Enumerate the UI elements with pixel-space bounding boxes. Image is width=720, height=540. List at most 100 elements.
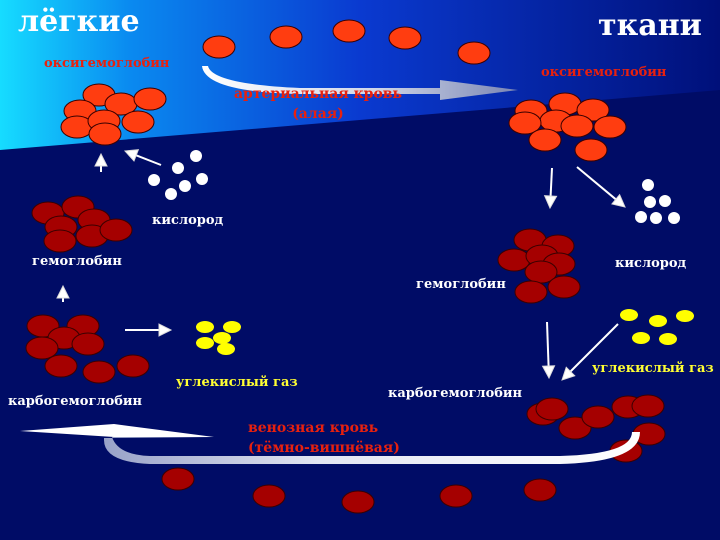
- lungs-region: [0, 0, 720, 150]
- arterial-blood-line2: (алая): [292, 106, 344, 122]
- red-blood-cell-icon: [202, 35, 236, 59]
- oxygen-molecule-icon: [650, 212, 662, 224]
- red-blood-cell-icon: [25, 336, 59, 360]
- red-blood-cell-icon: [535, 397, 569, 421]
- oxygen-molecule-icon: [172, 162, 184, 174]
- venous-blood-line1: венозная кровь: [248, 420, 379, 436]
- small-arrow-icon: [541, 321, 556, 380]
- arrow-head: [94, 152, 108, 167]
- co2-molecule-icon: [649, 315, 667, 327]
- oxygen-molecule-icon: [179, 180, 191, 192]
- arrow-shaft: [569, 323, 619, 373]
- oxygen-molecule-icon: [644, 196, 656, 208]
- red-blood-cell-icon: [439, 484, 473, 508]
- small-arrow-icon: [123, 149, 162, 166]
- arrow-head: [56, 284, 70, 299]
- small-arrow-icon: [125, 323, 173, 337]
- tissues-oxyhemoglobin-label: оксигемоглобин: [541, 65, 667, 80]
- venous-arrow-head-icon: [20, 424, 214, 437]
- co2-molecule-icon: [676, 310, 694, 322]
- co2-molecule-icon: [659, 333, 677, 345]
- arterial-blood-label: артериальная кровь (алая): [228, 84, 408, 124]
- red-blood-cell-icon: [514, 280, 548, 304]
- red-blood-cell-icon: [547, 275, 581, 299]
- small-arrow-icon: [94, 152, 108, 172]
- red-blood-cell-icon: [133, 87, 167, 111]
- venous-blood-line2: (тёмно-вишнёвая): [248, 440, 400, 456]
- lungs-oxyhemoglobin-label: оксигемоглобин: [44, 56, 170, 71]
- red-blood-cell-icon: [593, 115, 627, 139]
- arrow-head: [123, 149, 140, 162]
- arrow-head: [561, 366, 576, 381]
- tissues-hemoglobin-label: гемоглобин: [416, 277, 506, 292]
- red-blood-cell-icon: [457, 41, 491, 65]
- small-arrow-icon: [543, 167, 558, 210]
- arrow-shaft: [546, 321, 550, 367]
- lungs-oxygen-label: кислород: [152, 213, 224, 228]
- lungs-hemoglobin-label: гемоглобин: [32, 254, 122, 269]
- arrow-head: [541, 365, 556, 380]
- red-blood-cell-icon: [631, 394, 665, 418]
- arrow-head: [611, 193, 626, 208]
- arterial-blood-line1: артериальная кровь: [233, 86, 403, 102]
- co2-molecule-icon: [620, 309, 638, 321]
- arrow-head: [158, 323, 173, 337]
- lungs-carbohemoglobin-label: карбогемоглобин: [8, 394, 143, 409]
- red-blood-cell-icon: [581, 405, 615, 429]
- red-blood-cell-icon: [99, 218, 133, 242]
- tissues-carbohemoglobin-label: карбогемоглобин: [388, 386, 523, 401]
- oxygen-molecule-icon: [165, 188, 177, 200]
- tissues-oxygen-label: кислород: [615, 256, 687, 271]
- red-blood-cell-icon: [116, 354, 150, 378]
- venous-blood-label: венозная кровь (тёмно-вишнёвая): [248, 418, 408, 458]
- co2-molecule-icon: [217, 343, 235, 355]
- small-arrow-icon: [576, 166, 626, 208]
- oxygen-molecule-icon: [642, 179, 654, 191]
- arterial-flow-arrow-icon: [202, 66, 518, 100]
- co2-molecule-icon: [196, 337, 214, 349]
- red-blood-cell-icon: [252, 484, 286, 508]
- red-blood-cell-icon: [558, 416, 592, 440]
- red-blood-cell-icon: [341, 490, 375, 514]
- tissues-co2-label: углекислый газ: [592, 361, 714, 376]
- red-blood-cell-icon: [574, 138, 608, 162]
- arrow-shaft: [576, 166, 617, 201]
- red-blood-cell-icon: [82, 360, 116, 384]
- oxygen-molecule-icon: [148, 174, 160, 186]
- lungs-title: лёгкие: [18, 4, 140, 39]
- red-blood-cell-icon: [388, 26, 422, 50]
- oxygen-molecule-icon: [635, 211, 647, 223]
- tissues-title: ткани: [598, 8, 702, 43]
- arrow-head: [543, 195, 558, 210]
- oxygen-molecule-icon: [668, 212, 680, 224]
- red-blood-cell-icon: [121, 110, 155, 134]
- lungs-co2-label: углекислый газ: [176, 375, 298, 390]
- small-arrow-icon: [56, 284, 70, 302]
- co2-molecule-icon: [632, 332, 650, 344]
- co2-molecule-icon: [213, 332, 231, 344]
- red-blood-cell-icon: [43, 229, 77, 253]
- arrow-shaft: [549, 167, 553, 197]
- red-blood-cell-icon: [497, 248, 531, 272]
- co2-molecule-icon: [223, 321, 241, 333]
- red-blood-cell-icon: [508, 111, 542, 135]
- venous-flow-arrow-icon: [104, 432, 640, 464]
- red-blood-cell-icon: [269, 25, 303, 49]
- red-blood-cell-icon: [71, 332, 105, 356]
- red-blood-cell-icon: [332, 19, 366, 43]
- oxygen-molecule-icon: [190, 150, 202, 162]
- red-blood-cell-icon: [161, 467, 195, 491]
- red-blood-cell-icon: [576, 98, 610, 122]
- small-arrow-icon: [561, 323, 619, 381]
- red-blood-cell-icon: [528, 128, 562, 152]
- red-blood-cell-icon: [44, 354, 78, 378]
- red-blood-cell-icon: [88, 122, 122, 146]
- arrow-shaft: [135, 154, 162, 166]
- oxygen-molecule-icon: [659, 195, 671, 207]
- red-blood-cell-icon: [560, 114, 594, 138]
- red-blood-cell-icon: [523, 478, 557, 502]
- co2-molecule-icon: [196, 321, 214, 333]
- oxygen-molecule-icon: [196, 173, 208, 185]
